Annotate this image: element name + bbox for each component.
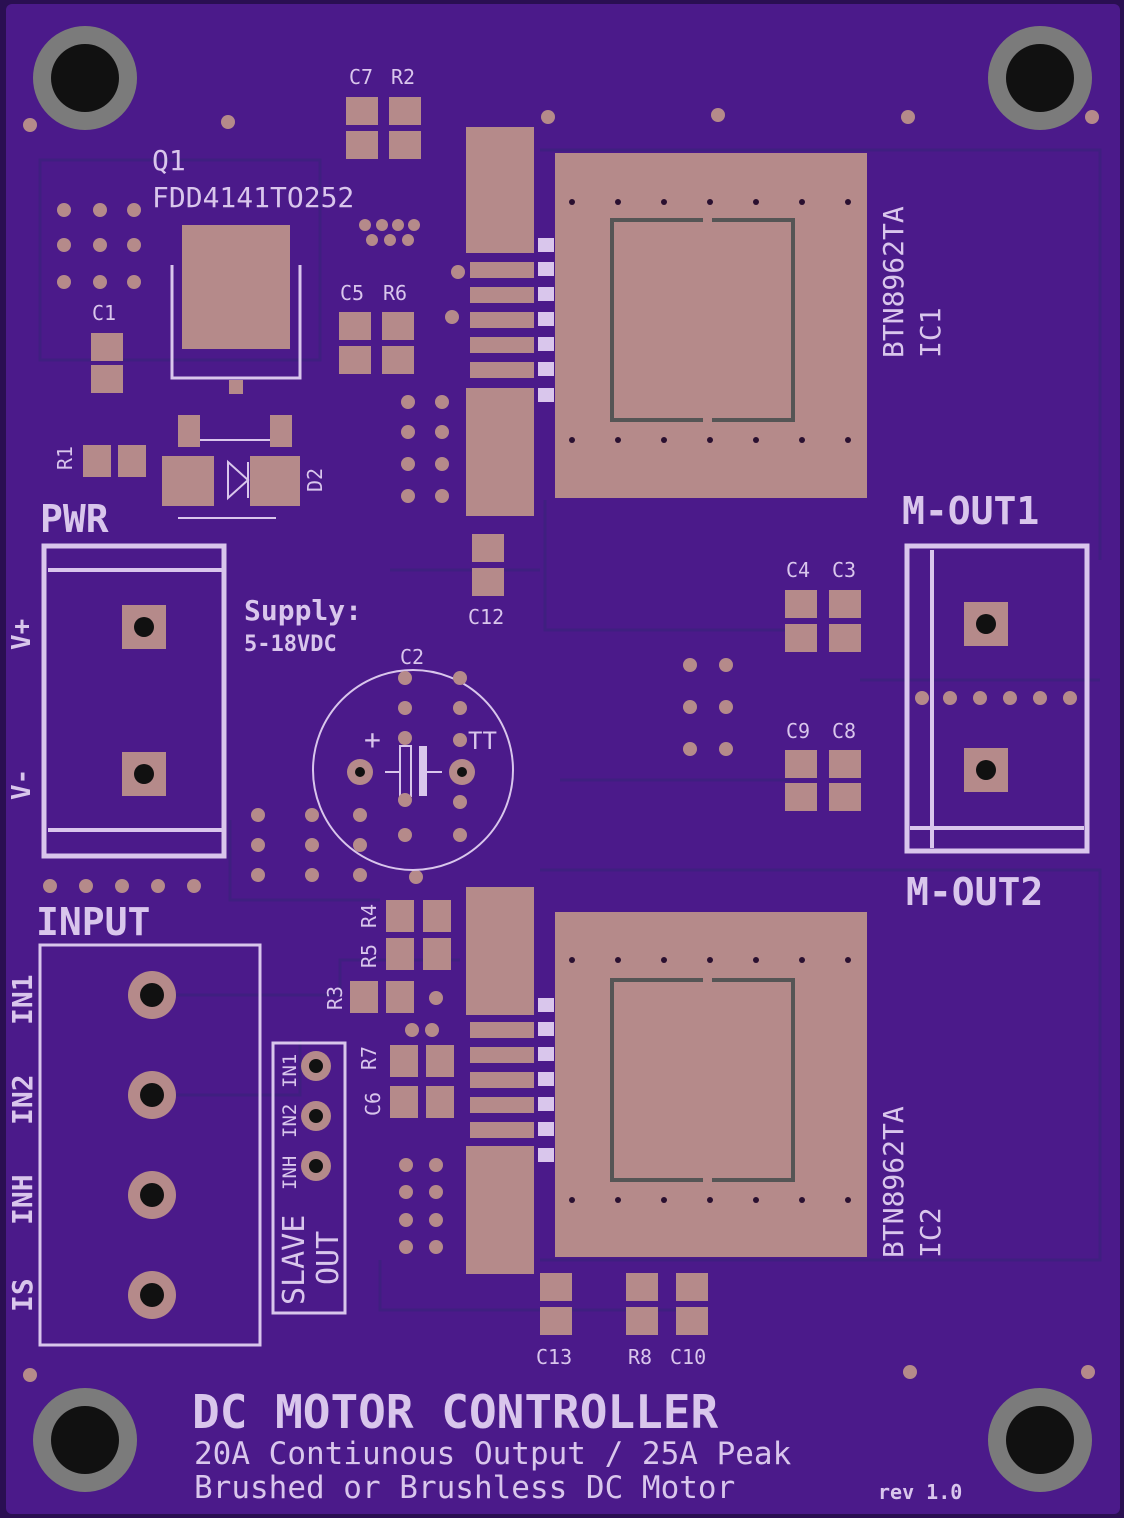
r1-label: R1 bbox=[53, 446, 77, 470]
r5-label: R5 bbox=[357, 944, 381, 968]
c6-label: C6 bbox=[361, 1092, 385, 1116]
c1-label: C1 bbox=[92, 301, 116, 325]
c5-r6-pads bbox=[339, 312, 414, 374]
q1-part-label: FDD4141TO252 bbox=[152, 181, 354, 214]
revision-label: rev 1.0 bbox=[878, 1480, 962, 1504]
r6-label: R6 bbox=[383, 281, 407, 305]
slave-label: SLAVE bbox=[277, 1215, 312, 1305]
r1-pads bbox=[83, 445, 146, 477]
m-out-connector bbox=[904, 543, 1090, 854]
ic1-chip bbox=[466, 127, 867, 516]
traces bbox=[38, 148, 1102, 1312]
c12-pads bbox=[472, 534, 504, 596]
c8-label: C8 bbox=[832, 719, 856, 743]
pwr-connector bbox=[41, 543, 227, 859]
pwr-label: PWR bbox=[40, 497, 109, 541]
slave-in1-label: IN1 bbox=[279, 1054, 301, 1088]
mounting-holes bbox=[33, 26, 1092, 1492]
c7-r2-pads bbox=[346, 97, 421, 159]
board-subtitle-1: 20A Contiunous Output / 25A Peak bbox=[194, 1436, 792, 1472]
c2-plus-mark: + bbox=[364, 723, 381, 756]
vias bbox=[23, 108, 1099, 1382]
q1-label: Q1 bbox=[152, 144, 186, 177]
c1-pads bbox=[91, 333, 123, 393]
r8-label: R8 bbox=[628, 1345, 652, 1369]
q1-mosfet bbox=[170, 225, 302, 394]
c7-label: C7 bbox=[349, 65, 373, 89]
ic2-part-label: BTN8962TA bbox=[877, 1106, 910, 1258]
r2-label: R2 bbox=[391, 65, 415, 89]
supply-label: Supply: bbox=[244, 594, 362, 627]
c2-capacitor bbox=[312, 669, 514, 871]
d2-diode bbox=[162, 415, 300, 519]
c9-label: C9 bbox=[786, 719, 810, 743]
m-out2-label: M-OUT2 bbox=[906, 870, 1043, 914]
d2-label: D2 bbox=[303, 468, 327, 492]
r3-label: R3 bbox=[323, 986, 347, 1010]
board-title: DC MOTOR CONTROLLER bbox=[192, 1385, 718, 1439]
c10-label: C10 bbox=[670, 1345, 706, 1369]
vminus-label: V- bbox=[7, 769, 37, 800]
board-subtitle-2: Brushed or Brushless DC Motor bbox=[194, 1470, 735, 1506]
c9-c8-pads bbox=[785, 750, 861, 811]
input-connector bbox=[38, 943, 262, 1347]
slave-out-header bbox=[271, 1041, 347, 1315]
inh-label: INH bbox=[6, 1174, 39, 1225]
r7-label: R7 bbox=[357, 1046, 381, 1070]
ic1-label: IC1 bbox=[914, 307, 947, 358]
supply-range-label: 5-18VDC bbox=[244, 632, 337, 657]
input-label: INPUT bbox=[36, 900, 150, 944]
out-label: OUT bbox=[311, 1231, 346, 1285]
c4-label: C4 bbox=[786, 558, 810, 582]
c4-c3-pads bbox=[785, 590, 861, 652]
c2-tt-mark: TT bbox=[468, 727, 497, 755]
c2-label: C2 bbox=[400, 645, 424, 669]
m-out1-label: M-OUT1 bbox=[902, 489, 1039, 533]
ic-thermal-vias bbox=[569, 199, 851, 1203]
vplus-label: V+ bbox=[7, 619, 37, 650]
slave-inh-label: INH bbox=[279, 1156, 301, 1190]
c3-label: C3 bbox=[832, 558, 856, 582]
r4-label: R4 bbox=[357, 904, 381, 928]
ic2-chip bbox=[466, 887, 867, 1274]
c5-label: C5 bbox=[340, 281, 364, 305]
resistor-pads-left bbox=[350, 900, 454, 1118]
c12-label: C12 bbox=[468, 605, 504, 629]
ic1-part-label: BTN8962TA bbox=[877, 206, 910, 358]
in2-label: IN2 bbox=[6, 1074, 39, 1125]
slave-in2-label: IN2 bbox=[279, 1104, 301, 1138]
bottom-passive-pads bbox=[540, 1273, 708, 1335]
ic2-label: IC2 bbox=[914, 1207, 947, 1258]
is-label: IS bbox=[6, 1278, 39, 1312]
in1-label: IN1 bbox=[6, 974, 39, 1025]
c13-label: C13 bbox=[536, 1345, 572, 1369]
